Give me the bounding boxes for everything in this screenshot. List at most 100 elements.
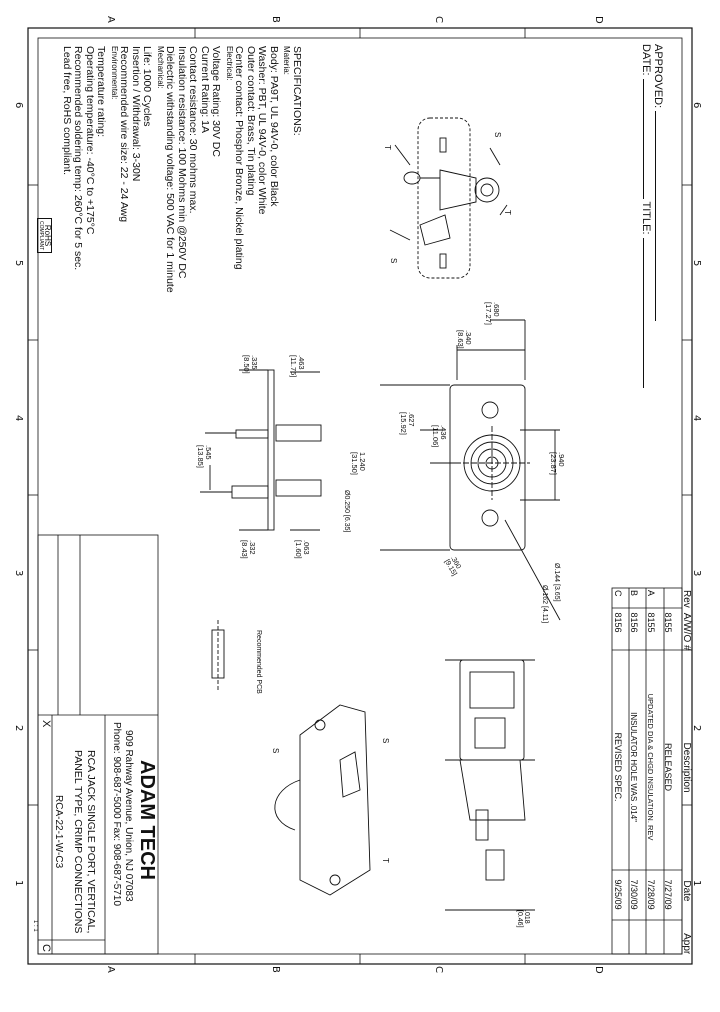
appr-header: Appr xyxy=(681,933,692,955)
dim-value: .436 xyxy=(439,425,448,440)
spec-line: Outer contact: Brass, Tin plating xyxy=(245,46,257,196)
spec-line: Current Rating: 1A xyxy=(199,46,211,133)
title-label: TITLE: xyxy=(640,201,652,235)
approved-line: APPROVED: xyxy=(652,44,664,322)
spec-line: Contact resistance: 30 mohms max. xyxy=(187,46,200,214)
date-header: Date xyxy=(681,880,692,902)
rev-cell: C xyxy=(613,590,623,597)
zone-bottom-d: D xyxy=(593,966,604,974)
awo-cell: 8156 xyxy=(613,612,623,633)
description-cell: REVISED SPEC. xyxy=(613,732,623,802)
zone-right-2: 2 xyxy=(691,725,702,732)
dim-940: .940 [23.87] xyxy=(550,452,567,475)
front-view-drawing xyxy=(380,319,561,621)
dim-value: .680 xyxy=(492,302,501,317)
zone-left-1: 1 xyxy=(13,880,24,887)
spec-line: Recommended wire size: 22 - 24 Awg xyxy=(118,46,131,223)
top-view-drawing xyxy=(389,117,508,279)
zone-right-5: 5 xyxy=(691,260,702,267)
dim-mm: [11.06] xyxy=(431,425,441,448)
dim-018: .018 [0.46] xyxy=(516,910,530,928)
dim-mm: [8.43] xyxy=(240,540,250,559)
zone-right-3: 3 xyxy=(691,570,702,577)
dim-mm: [15.92] xyxy=(399,412,409,435)
dim-mm: [13.85] xyxy=(196,445,206,468)
zone-top-c: C xyxy=(433,16,444,23)
dim-value: .018 xyxy=(523,910,530,924)
dim-mm: [8.50] xyxy=(242,355,252,374)
rev-cell: B xyxy=(629,590,639,597)
dim-panel-hole: Ø0.250 [6.35] xyxy=(343,490,350,533)
rev-row: A 8155 UPDATED DIA & CHGD INSULATION. RE… xyxy=(646,590,656,930)
dim-value: .940 xyxy=(557,452,566,467)
dim-mm: [11.76] xyxy=(289,355,299,378)
spec-line: Washer: PBT, UL 94V-0, color White xyxy=(256,46,269,215)
spec-heading: SPECIFICATIONS: xyxy=(291,46,303,136)
description-cell: INSULATOR HOLE WAS .014" xyxy=(629,712,638,822)
spec-line: Life: 1000 Cycles xyxy=(141,46,154,127)
spec-line: Electrical: xyxy=(225,46,234,81)
date-cell: 9/25/09 xyxy=(613,879,623,910)
date-cell: 7/27/09 xyxy=(663,879,673,910)
drawing-title-line-1: RCA JACK SINGLE PORT, VERTICAL, xyxy=(85,750,97,934)
zone-right-6: 6 xyxy=(691,102,702,109)
revision-table-grid xyxy=(611,587,683,955)
dim-680: .680 [17.27] xyxy=(485,302,502,325)
dim-value: .545 xyxy=(204,445,213,460)
zone-top-d: D xyxy=(593,16,604,24)
dim-value: .063 xyxy=(302,540,311,555)
company-address: 909 Rahway Avenue, Union, NJ 07083 xyxy=(123,730,134,902)
zone-left-3: 3 xyxy=(13,570,24,577)
dim-value: .335 xyxy=(250,355,259,370)
company-name: ADAM TECH xyxy=(136,760,158,880)
spec-line: Temperature rating: xyxy=(95,46,108,138)
zone-bottom-a: A xyxy=(105,966,116,973)
sheet-scale: 1 : 1 xyxy=(32,920,38,932)
awo-cell: 8155 xyxy=(646,612,656,633)
rev-row: C 8156 REVISED SPEC. 9/25/09 xyxy=(613,590,623,930)
spec-line: Insertion / Withdrawal: 3-30N xyxy=(130,46,142,182)
dim-436: .436 [11.06] xyxy=(431,425,449,448)
dim-545: .545 [13.85] xyxy=(196,445,214,468)
revision-letter: C xyxy=(40,944,52,952)
dim-332: .332 [8.43] xyxy=(240,540,258,559)
spec-line: Recommended soldering temp: 260°C for 5 … xyxy=(72,46,85,271)
zone-left-5: 5 xyxy=(13,260,24,267)
zone-left-2: 2 xyxy=(13,725,24,732)
dim-mm: [8.63] xyxy=(456,330,466,349)
spec-line: Dielectric withstanding voltage: 500 VAC… xyxy=(164,46,177,293)
side-view-drawing xyxy=(200,369,322,531)
dim-mm: [31.50] xyxy=(350,452,360,475)
dim-627: .627 [15.92] xyxy=(399,412,417,435)
rev-header-row: Rev A/W/O # Description Date Appr xyxy=(681,590,692,963)
panel-side-view xyxy=(445,659,535,761)
title-block-grid xyxy=(37,534,159,955)
date-label: DATE: xyxy=(640,44,652,76)
spec-line: Center contact: Phosphor Bronze, Nickel … xyxy=(233,46,246,270)
zone-bottom-c: C xyxy=(433,966,444,973)
description-cell: UPDATED DIA & CHGD INSULATION. REV xyxy=(646,693,655,841)
dim-value: .332 xyxy=(248,540,257,555)
callout-s: S xyxy=(389,258,398,264)
dim-1240: 1.240 [31.50] xyxy=(350,452,368,475)
spec-line: Lead free, RoHS compliant. xyxy=(61,46,73,175)
dim-mm: [0.46] xyxy=(516,910,523,928)
zone-left-6: 6 xyxy=(13,102,24,109)
awo-header: A/W/O # xyxy=(681,612,692,651)
spec-line: Materia: xyxy=(282,46,292,75)
spec-line: Operating temperature: -40°C to +175°C xyxy=(84,46,96,235)
dim-mm: [1.60] xyxy=(294,540,304,559)
spec-line: Body: PA9T, UL 94V-0, color Black xyxy=(268,46,280,207)
approved-label: APPROVED: xyxy=(652,44,664,109)
spec-line: Mechanical: xyxy=(156,46,165,89)
description-cell: RELEASED xyxy=(663,743,673,792)
zone-right-4: 4 xyxy=(691,415,702,422)
specifications-block: SPECIFICATIONS: Materia: Body: PA9T, UL … xyxy=(61,46,303,293)
rev-row: 8155 RELEASED 7/27/09 xyxy=(663,590,673,930)
drawing-title-line-2: PANEL TYPE, CRIMP CONNECTIONS xyxy=(72,750,84,934)
part-number: RCA-22-1-W-C3 xyxy=(53,795,64,869)
dim-value: .463 xyxy=(297,355,306,370)
rohs-badge-text: RoHS xyxy=(43,224,52,247)
